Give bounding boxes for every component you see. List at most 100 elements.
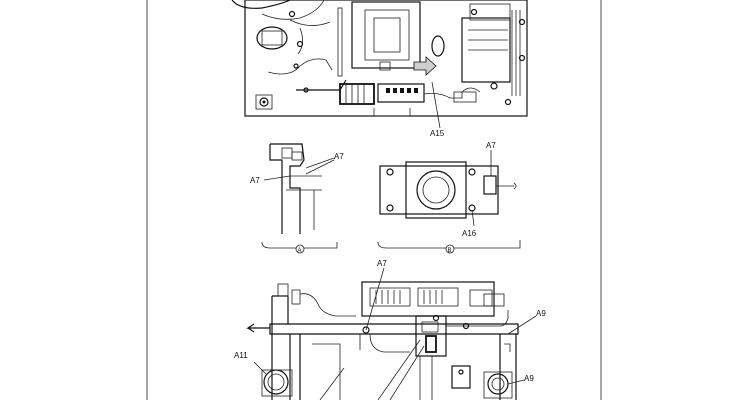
label-a7-bottom: A7 [377, 259, 387, 268]
ground-point [259, 97, 269, 107]
mount-plate [379, 165, 499, 215]
connector-head [421, 321, 439, 333]
connector-body [425, 335, 437, 353]
left-tower [271, 295, 289, 400]
clip [462, 322, 470, 330]
label-a15: A15 [430, 129, 445, 138]
lower-bolt [458, 369, 464, 375]
view-a-letter: A [298, 248, 302, 254]
label-a9-lower: A9 [524, 374, 534, 383]
bottom-assembly [246, 267, 537, 401]
right-panel [461, 17, 511, 83]
left-tower-cap [277, 283, 289, 297]
bolt [468, 168, 476, 176]
housing-vents [375, 290, 443, 304]
label-a11: A11 [234, 351, 248, 360]
center-harness [359, 333, 410, 353]
connector-right [453, 91, 477, 103]
a9-leader-upper [507, 315, 537, 335]
a7-leader-1 [305, 157, 335, 169]
rail-arrow [246, 323, 270, 333]
bolt [504, 98, 512, 106]
a7-leader-bottom [365, 267, 385, 331]
housing-side [469, 289, 493, 307]
right-clip [504, 343, 511, 352]
bolt [518, 54, 526, 62]
connector-bundle [339, 83, 375, 105]
harness-lower-left [267, 58, 333, 75]
left-column [289, 334, 301, 400]
harness-loop-2 [261, 0, 325, 20]
detail-view-b [377, 150, 521, 254]
a9-fitting [487, 373, 509, 395]
mount-bore [416, 170, 456, 210]
view-b-letter: B [448, 248, 452, 254]
bracket-profile [269, 143, 305, 234]
harness-branch [289, 19, 331, 55]
clamp-a [281, 147, 293, 159]
bolt [490, 82, 498, 90]
center-box-core [373, 17, 401, 53]
label-a9-upper: A9 [536, 309, 546, 318]
housing-panel-2 [417, 287, 459, 307]
a7-leader-3 [263, 175, 291, 181]
a15-bracket [373, 108, 411, 117]
main-rail [269, 323, 519, 335]
right-column [499, 334, 517, 400]
center-box [351, 1, 421, 69]
vertical-rod [337, 7, 343, 77]
wire-break [513, 182, 517, 190]
lower-center-rods [419, 356, 433, 400]
view-b-marker [445, 244, 455, 254]
a15-leader [431, 81, 441, 129]
inner-frame [312, 343, 341, 400]
flow-arrow [413, 56, 437, 76]
view-a-marker [295, 244, 305, 254]
right-harness [446, 310, 509, 327]
right-panel-top [469, 3, 511, 21]
clip [293, 63, 299, 69]
left-harness [299, 293, 356, 317]
bolt [470, 8, 478, 16]
oval-component [256, 26, 288, 50]
harness-right [423, 87, 481, 99]
fuse-row [386, 88, 418, 93]
grommet [296, 40, 304, 48]
top-assembly [231, 0, 528, 129]
center-box-inner [364, 9, 410, 61]
clamp-b [291, 151, 303, 161]
a11-fitting-inner [267, 373, 285, 391]
a9-leader-lower [507, 379, 525, 385]
a11-leader [253, 361, 267, 375]
label-a7-top-right: A7 [334, 152, 344, 161]
label-a7-view-b: A7 [486, 141, 496, 150]
box-tab [379, 61, 391, 71]
mount-block [405, 161, 467, 219]
center-connector [415, 315, 447, 357]
clip [303, 87, 309, 93]
left-bolt-stack [291, 289, 301, 305]
clip [432, 314, 440, 322]
harness-loop-top [231, 0, 291, 9]
ground-point-core [262, 100, 266, 104]
label-a16: A16 [462, 229, 477, 238]
a7-clip [483, 175, 497, 195]
right-cap [483, 293, 505, 307]
diag-leader-1 [377, 339, 421, 401]
ground-plate [255, 94, 273, 110]
bundle-stripes [345, 84, 365, 104]
detail-view-a [261, 143, 338, 254]
oval-inner [261, 30, 283, 46]
lower-component [451, 365, 471, 389]
a16-leader [471, 209, 475, 227]
bolt [386, 204, 394, 212]
bolt [386, 168, 394, 176]
mount-bore-inner [422, 176, 450, 204]
diag-leader-3 [319, 367, 345, 401]
harness-rod [296, 79, 347, 91]
diag-leader-2 [389, 345, 425, 401]
a9-housing [483, 371, 513, 399]
a11-housing [261, 369, 293, 397]
